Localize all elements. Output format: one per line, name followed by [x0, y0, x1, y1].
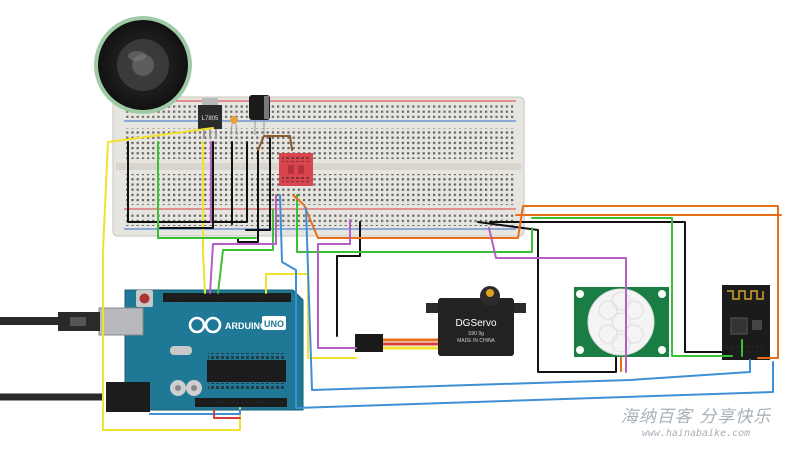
- esp8266-module: [722, 285, 770, 360]
- servo-cable: [355, 334, 438, 352]
- voltage-regulator: L7805: [198, 98, 222, 139]
- servo-origin-label: MADE IN CHINA: [457, 338, 495, 344]
- watermark: 海纳百客 分享快乐 www.hainabaike.com: [606, 402, 786, 439]
- servo-brand-label: DGServo: [455, 318, 497, 329]
- electrolytic-capacitor: [249, 95, 270, 135]
- regulator-label: L7805: [202, 116, 219, 122]
- arduino-brand-label: ARDUINO: [225, 321, 267, 331]
- ceramic-capacitor: [230, 116, 238, 136]
- arduino-uno: ARDUINO UNO: [98, 289, 304, 412]
- watermark-url: www.hainabaike.com: [641, 428, 751, 439]
- servo-motor: DGServo S90 9g MADE IN CHINA: [426, 286, 526, 356]
- usb-cable: [0, 312, 100, 331]
- watermark-text: 海纳百客 分享快乐: [620, 407, 772, 427]
- arduino-model-label: UNO: [264, 319, 284, 329]
- breadboard: [112, 96, 525, 237]
- wires: [102, 127, 782, 431]
- servo-model-label: S90 9g: [468, 331, 484, 337]
- speaker: [94, 16, 192, 114]
- pir-sensor: [574, 287, 669, 372]
- logic-level-shifter: [279, 153, 313, 186]
